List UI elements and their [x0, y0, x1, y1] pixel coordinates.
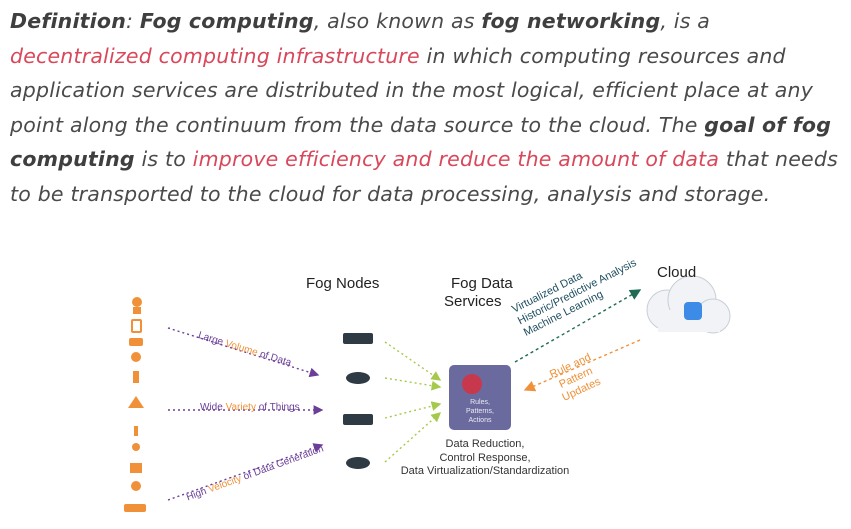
node-arrow [384, 377, 442, 391]
definition-paragraph: Definition: Fog computing, also known as… [10, 4, 846, 211]
text-run: in which computing resources and applica… [10, 43, 814, 137]
service-box-text: Rules, Patterns, Actions [449, 398, 511, 425]
text-run: that needs to be transported to the clou… [10, 147, 838, 206]
bottom-line: Control Response, [439, 451, 531, 464]
gear-icon [131, 481, 141, 491]
cloud-icon [646, 275, 731, 334]
router-icon [346, 372, 370, 384]
downstream-arrow [523, 339, 641, 392]
term-goal: goal of fog computing [10, 112, 832, 172]
bottom-line: Data Reduction, [445, 438, 525, 450]
velocity-arrow [167, 443, 324, 501]
highlight-efficiency: improve efficiency and reduce the amount… [192, 147, 720, 171]
car-icon [129, 338, 143, 346]
term-fog-networking: fog networking [481, 9, 661, 33]
diagram-graphics [124, 275, 731, 512]
service-line: Actions [468, 417, 492, 424]
fog-nodes-header: Fog Nodes [306, 275, 380, 292]
drop-icon [132, 443, 140, 451]
service-line: Rules, [470, 399, 490, 406]
text-run: : [126, 9, 140, 33]
highlight-decentralized: decentralized computing infrastructure [10, 43, 420, 68]
fog-data-header-2: Services [444, 293, 502, 310]
fog-node-icons [343, 333, 373, 469]
switch-icon [343, 333, 373, 344]
node-arrow [384, 412, 442, 463]
fog-architecture-diagram: Fog Nodes Fog Data Services Cloud Large … [0, 250, 851, 529]
node-arrow [384, 401, 442, 419]
analytics-icon [462, 374, 482, 394]
bottle-icon [133, 371, 139, 383]
variety-post: of Things [255, 402, 300, 413]
variety-label: Wide Variety of Things [200, 402, 300, 413]
pole-icon [134, 426, 138, 436]
robot-arm-icon [128, 396, 144, 408]
definition-label: Definition [10, 9, 126, 33]
cloud-header: Cloud [657, 264, 697, 281]
upstream-arrow [514, 289, 642, 363]
term-fog-computing: Fog computing [139, 9, 314, 33]
variety-pre: Wide [200, 402, 226, 413]
bottom-line: Data Virtualization/Standardization [400, 465, 570, 477]
tablet-icon [131, 319, 142, 333]
fog-data-header-1: Fog Data [451, 275, 513, 292]
app-store-icon [684, 302, 702, 320]
person-icon [132, 297, 142, 307]
variety-accent: Variety [225, 402, 256, 413]
service-line: Patterns, [465, 408, 494, 415]
text-run: is to [134, 147, 193, 171]
text-run: , also known as [313, 9, 482, 33]
bottom-labels: Data Reduction, Control Response, Data V… [390, 438, 580, 479]
router-icon [346, 457, 370, 469]
edge-device-icons [124, 297, 146, 512]
bulb-icon [131, 352, 141, 362]
node-arrow [384, 341, 442, 381]
person-body [133, 307, 141, 314]
text-run: , is a [660, 9, 711, 33]
truck-icon [124, 504, 146, 512]
volume-arrow [167, 327, 320, 378]
switch-icon [343, 414, 373, 425]
machine-icon [130, 463, 142, 473]
